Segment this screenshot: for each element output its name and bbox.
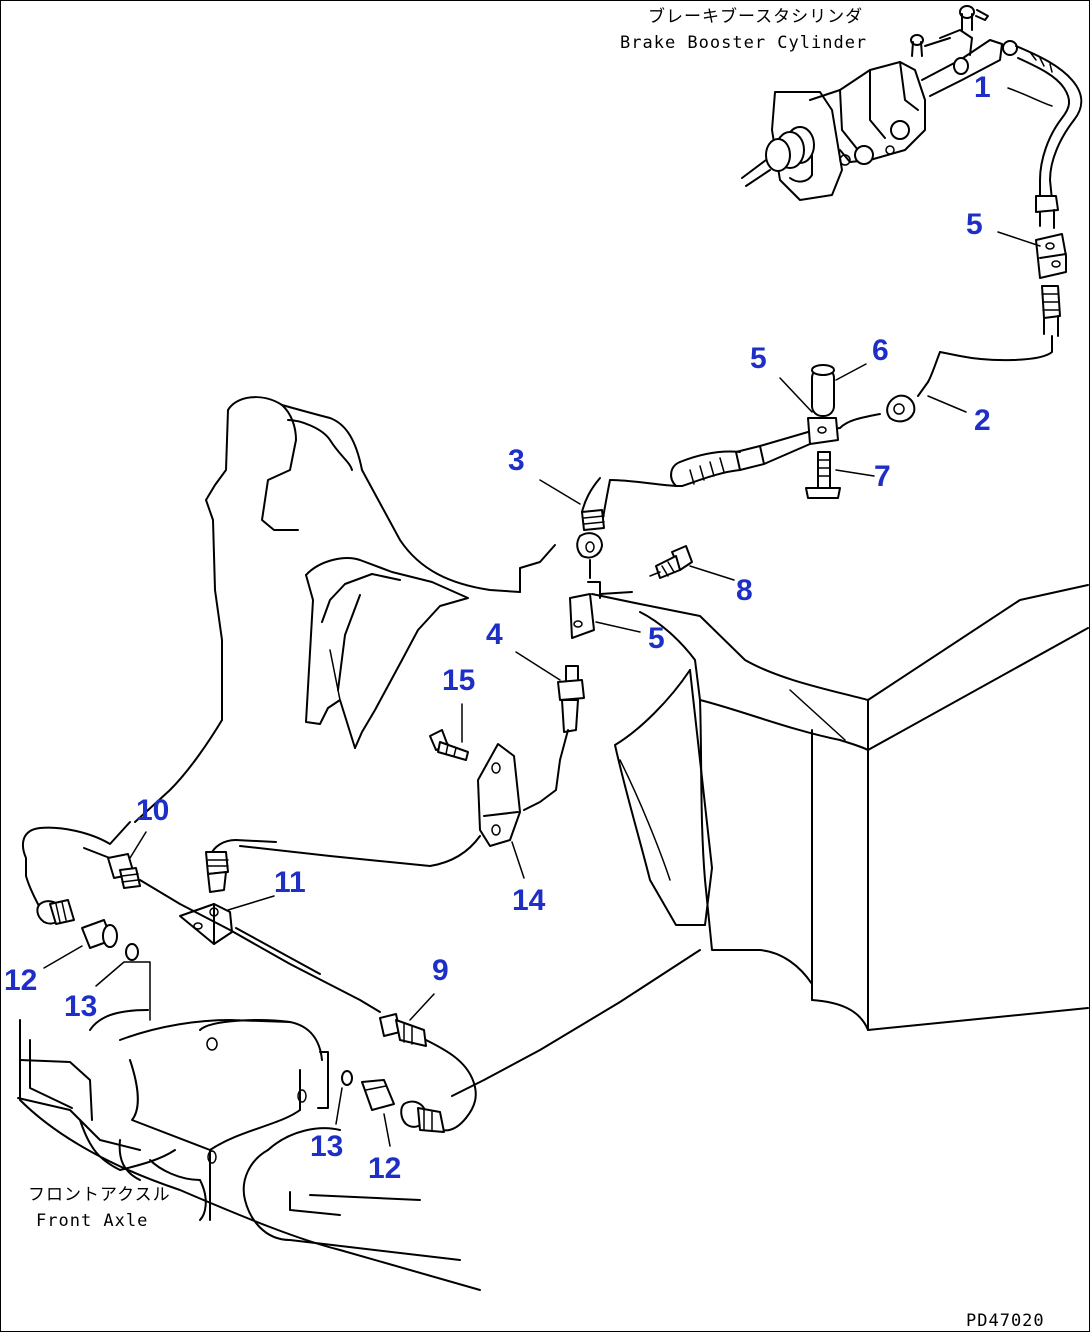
axle-label-jp: フロントアクスル bbox=[28, 1185, 171, 1205]
callout-2: 2 bbox=[974, 404, 991, 437]
callout-7: 7 bbox=[874, 460, 891, 493]
callout-15: 15 bbox=[442, 664, 475, 697]
brake-booster-cylinder bbox=[741, 5, 1003, 201]
clamp-5-upper bbox=[939, 233, 1067, 362]
callout-5-upper: 5 bbox=[966, 208, 983, 241]
callout-1: 1 bbox=[974, 71, 991, 104]
leader-lines bbox=[43, 87, 1053, 1147]
drawing-code: PD47020 bbox=[966, 1311, 1045, 1331]
callout-4: 4 bbox=[486, 618, 503, 651]
vehicle-frame-outline bbox=[17, 396, 1089, 1291]
bracket-14-bolt-15 bbox=[429, 729, 521, 847]
booster-label-jp: ブレーキブースタシリンダ bbox=[648, 6, 863, 27]
callout-14: 14 bbox=[512, 884, 546, 917]
callout-8: 8 bbox=[736, 574, 753, 607]
brake-hose-4 bbox=[523, 665, 585, 811]
callout-10: 10 bbox=[136, 794, 169, 827]
block-6-clamp-5-bolt-7 bbox=[805, 364, 841, 499]
callout-6: 6 bbox=[872, 334, 889, 367]
callout-12-right: 12 bbox=[368, 1152, 401, 1185]
callout-9: 9 bbox=[432, 954, 449, 987]
callout-3: 3 bbox=[508, 444, 525, 477]
callout-11: 11 bbox=[274, 866, 306, 899]
brake-tube-2 bbox=[821, 351, 941, 431]
callout-5-middle: 5 bbox=[750, 342, 767, 375]
callout-numbers: 1 5 5 6 2 3 7 8 5 4 15 10 11 14 9 12 13 … bbox=[4, 71, 991, 1185]
captions: ブレーキブースタシリンダ Brake Booster Cylinder フロント… bbox=[28, 6, 1045, 1331]
callout-12-left: 12 bbox=[4, 964, 37, 997]
clamp-5-lower-bolt-8 bbox=[569, 545, 693, 639]
callout-5-lower: 5 bbox=[648, 622, 665, 655]
callout-13-left: 13 bbox=[64, 990, 97, 1023]
callout-13-right: 13 bbox=[310, 1130, 343, 1163]
brake-hose-10 bbox=[22, 821, 381, 1013]
axle-label-en: Front Axle bbox=[36, 1211, 148, 1231]
brake-tube-1 bbox=[1002, 40, 1083, 229]
brake-tube-11 bbox=[179, 835, 481, 945]
brake-hose-3 bbox=[576, 431, 811, 579]
booster-label-en: Brake Booster Cylinder bbox=[620, 33, 867, 53]
brake-hose-9 bbox=[341, 949, 701, 1133]
